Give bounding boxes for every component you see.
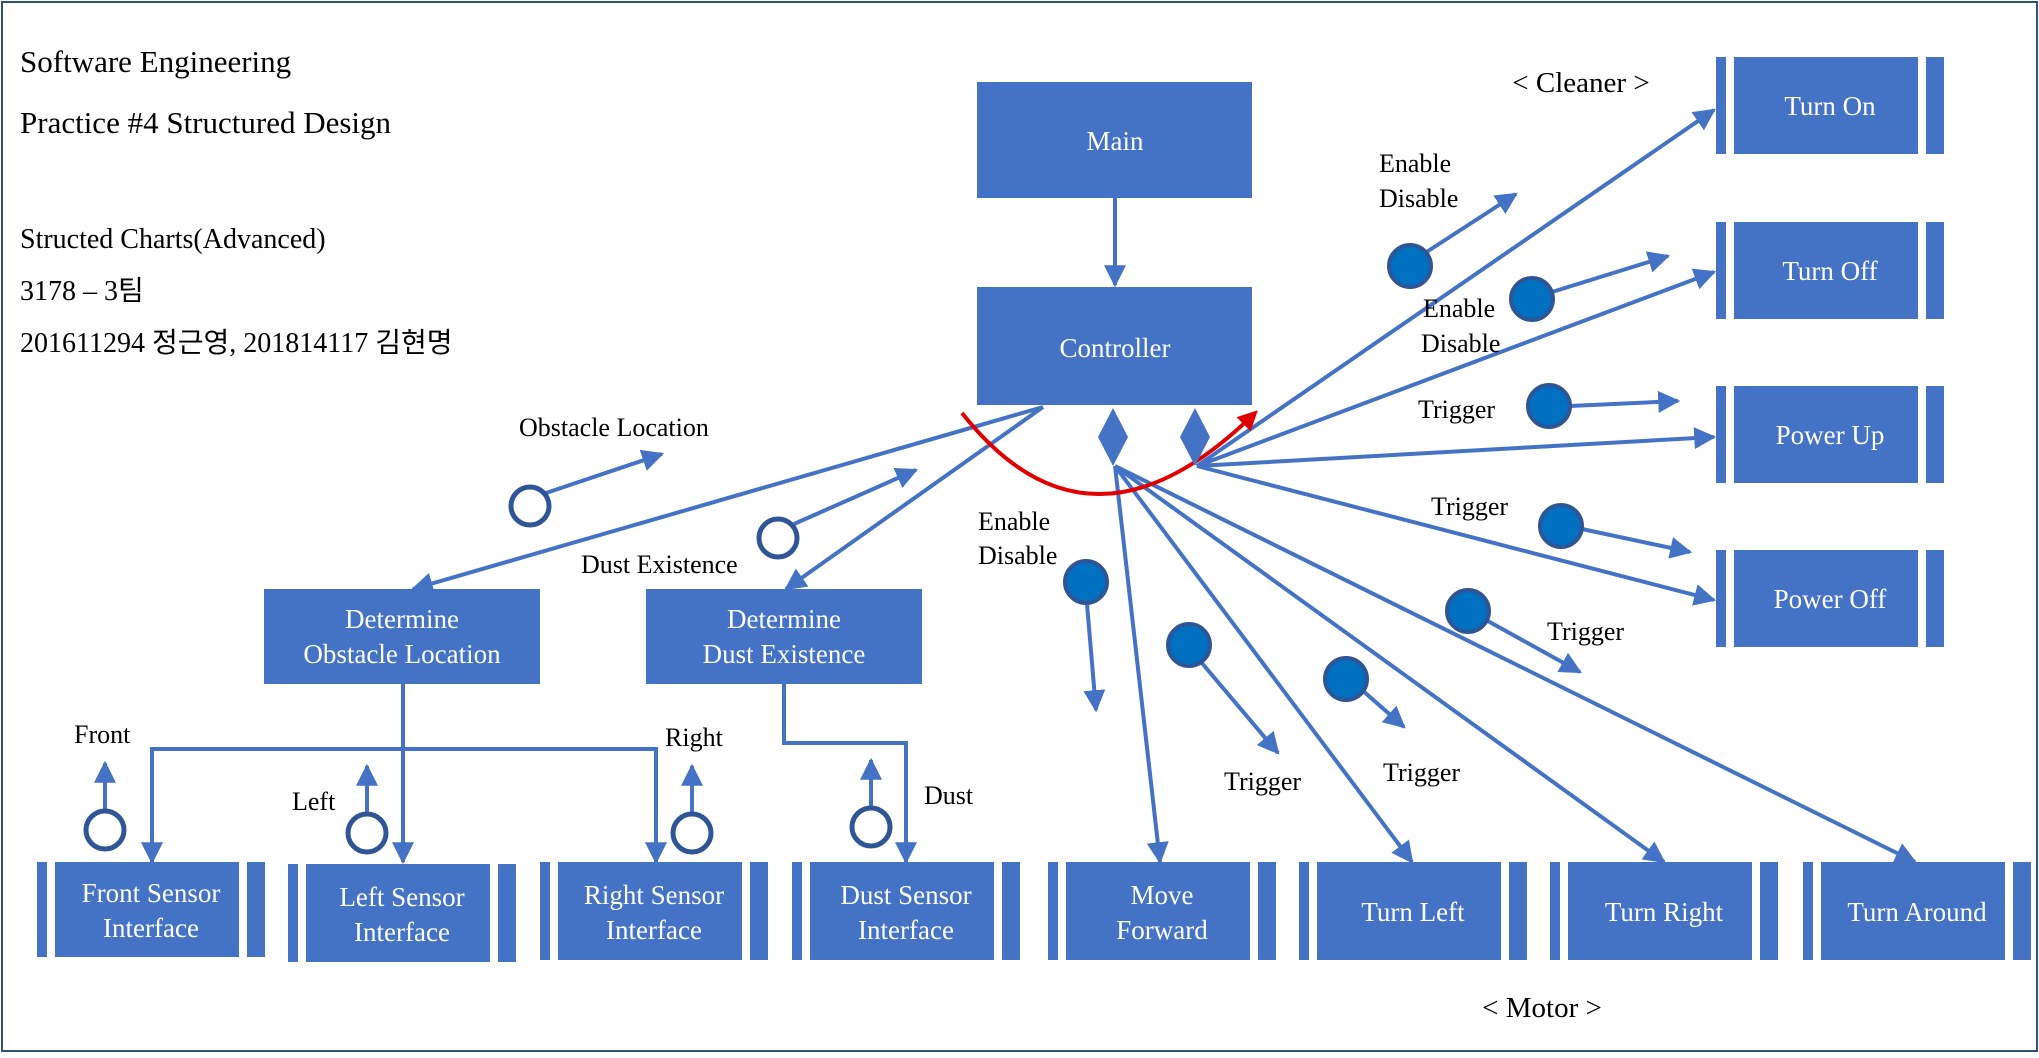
left-label: Left [292, 787, 336, 816]
data-couple-right: Right [665, 723, 724, 855]
module-main-label: Main [1087, 126, 1144, 156]
call-controller-obstacle [410, 405, 1044, 595]
disable-label-move-forward: Disable [978, 541, 1057, 570]
call-obstacle-right [403, 747, 667, 865]
call-power-off [1196, 464, 1717, 606]
flag-trigger-power-off: Trigger [1431, 492, 1693, 559]
module-right-sensor: Right Sensor Interface [540, 862, 768, 960]
module-power-off: Power Off [1716, 550, 1944, 647]
module-right-sensor-line2: Interface [606, 915, 702, 945]
enable-label-turn-off: Enable [1423, 294, 1495, 323]
module-controller: Controller [977, 287, 1252, 405]
call-dust-sensor [782, 684, 917, 865]
module-left-sensor-line2: Interface [354, 917, 450, 947]
iteration-loop-arc [960, 410, 1258, 496]
module-turn-on: Turn On [1716, 57, 1944, 154]
trigger-label-power-off: Trigger [1431, 492, 1508, 521]
decision-diamond-cleaner [1180, 408, 1210, 466]
call-turn-on [1195, 108, 1716, 468]
module-dust-sensor-line1: Dust Sensor [840, 880, 971, 910]
motor-group-label: < Motor > [1482, 992, 1602, 1024]
trigger-label-power-up: Trigger [1418, 395, 1495, 424]
module-right-sensor-line1: Right Sensor [584, 880, 724, 910]
module-power-off-label: Power Off [1774, 584, 1887, 614]
module-turn-off: Turn Off [1716, 222, 1944, 319]
call-power-up [1196, 427, 1717, 468]
module-dust-sensor-line2: Interface [858, 915, 954, 945]
module-turn-off-label: Turn Off [1782, 256, 1877, 286]
flag-trigger-turn-right: Trigger [1323, 656, 1460, 787]
module-front-sensor-line2: Interface [103, 913, 199, 943]
module-turn-left-label: Turn Left [1361, 897, 1465, 927]
module-determine-dust: Determine Dust Existence [646, 589, 922, 684]
cleaner-group-label: < Cleaner > [1512, 67, 1649, 99]
data-couples: Obstacle Location Dust Existence Front L… [74, 413, 974, 855]
module-controller-label: Controller [1060, 333, 1171, 363]
flag-trigger-power-up: Trigger [1418, 383, 1681, 429]
flag-trigger-turn-around: Trigger [1445, 588, 1624, 674]
module-determine-obstacle-line2: Obstacle Location [303, 639, 501, 669]
front-label: Front [74, 720, 131, 749]
module-determine-dust-line1: Determine [727, 604, 841, 634]
module-power-up: Power Up [1716, 386, 1944, 483]
data-couple-dust-existence: Dust Existence [581, 467, 919, 579]
flag-enable-disable-turn-off: Enable Disable [1421, 251, 1671, 358]
call-controller-dust [784, 405, 1045, 591]
module-turn-left: Turn Left [1299, 862, 1527, 960]
call-turn-around [1114, 464, 1917, 864]
enable-label-turn-on: Enable [1379, 149, 1451, 178]
call-turn-right [1113, 464, 1666, 864]
call-turn-left [1113, 464, 1414, 864]
obstacle-location-label: Obstacle Location [519, 413, 709, 442]
module-turn-right-label: Turn Right [1605, 897, 1724, 927]
module-determine-dust-line2: Dust Existence [703, 639, 866, 669]
right-label: Right [665, 723, 724, 752]
module-determine-obstacle: Determine Obstacle Location [264, 589, 540, 684]
module-move-forward: Move Forward [1048, 862, 1276, 960]
dust-label: Dust [924, 781, 974, 810]
course-code: 3178 – 3팀 [20, 276, 144, 307]
title-line-2: Practice #4 Structured Design [20, 105, 392, 140]
title-line-1: Software Engineering [20, 44, 291, 79]
subtitle: Structed Charts(Advanced) [20, 224, 326, 255]
call-lines [141, 108, 1917, 865]
flag-trigger-turn-left: Trigger [1166, 622, 1301, 796]
module-turn-around: Turn Around [1803, 862, 2031, 960]
module-determine-obstacle-line1: Determine [345, 604, 459, 634]
decision-diamond-motor [1098, 408, 1128, 466]
flag-enable-disable-move-forward: Enable Disable [978, 507, 1109, 713]
call-move-forward [1113, 465, 1169, 865]
module-turn-on-label: Turn On [1784, 91, 1876, 121]
trigger-label-turn-around: Trigger [1547, 617, 1624, 646]
module-front-sensor: Front Sensor Interface [37, 862, 265, 957]
module-turn-around-label: Turn Around [1847, 897, 1987, 927]
module-power-up-label: Power Up [1776, 420, 1885, 450]
data-couple-obstacle-location: Obstacle Location [508, 413, 709, 528]
data-couple-front: Front [74, 720, 131, 852]
student-names: 201611294 정근영, 201814117 김현명 [20, 328, 452, 359]
module-front-sensor-line1: Front Sensor [82, 878, 221, 908]
data-couple-left: Left [292, 763, 389, 855]
call-turn-off [1196, 268, 1717, 468]
module-move-forward-line1: Move [1131, 880, 1194, 910]
module-move-forward-line2: Forward [1116, 915, 1208, 945]
module-turn-right: Turn Right [1550, 862, 1778, 960]
enable-label-move-forward: Enable [978, 507, 1050, 536]
disable-label-turn-on: Disable [1379, 184, 1458, 213]
trigger-label-turn-right: Trigger [1383, 758, 1460, 787]
module-dust-sensor: Dust Sensor Interface [792, 862, 1020, 960]
module-left-sensor: Left Sensor Interface [288, 864, 516, 962]
module-main: Main [977, 82, 1252, 198]
flag-enable-disable-turn-on: Enable Disable [1379, 149, 1518, 289]
trigger-label-turn-left: Trigger [1224, 767, 1301, 796]
data-couple-dust: Dust [849, 757, 974, 849]
dust-existence-label: Dust Existence [581, 550, 738, 579]
disable-label-turn-off: Disable [1421, 329, 1500, 358]
module-left-sensor-line1: Left Sensor [339, 882, 464, 912]
control-flags: Enable Disable Enable Disable Trigger Tr… [978, 149, 1693, 796]
